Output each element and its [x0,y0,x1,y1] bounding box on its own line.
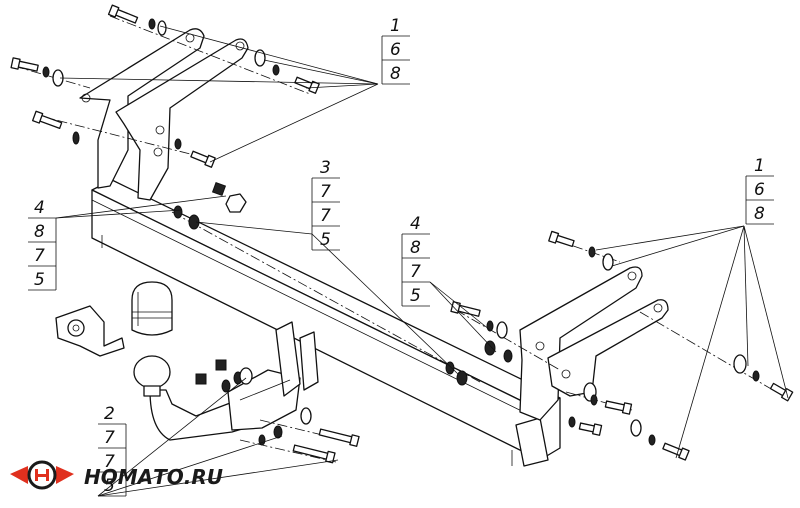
callout-label: 5 [410,286,421,306]
tow-ball-arm [149,321,319,441]
callout-label: 5 [104,476,115,496]
callout-leaders [55,25,789,497]
callout-label: 8 [410,238,421,258]
callout-label: 7 [104,452,115,472]
callout-label: 7 [320,206,331,226]
tow-ball [133,355,171,397]
callout-label: 8 [390,64,401,84]
socket-bracket [55,305,125,357]
logo: НОМАТО.RU [10,460,223,490]
callout-table-left: 4 8 7 5 [28,198,57,291]
callout-label: 8 [754,204,765,224]
fasteners [10,4,794,464]
callout-label: 4 [34,198,45,218]
callout-label: 3 [320,158,331,178]
right-mounting-bracket [519,266,669,421]
callout-label: 1 [390,16,401,36]
callout-label: 5 [34,270,45,290]
tow-ball-cap [131,281,173,336]
callout-label: 5 [320,230,331,250]
callout-label: 7 [320,182,331,202]
callout-label: 7 [104,428,115,448]
callout-label: 4 [410,214,421,234]
callout-label: 8 [34,222,45,242]
callout-table-bottom-left: 2 7 7 5 [98,404,127,497]
callout-table-top-left: 1 6 8 [381,16,410,85]
callout-table-right: 1 6 8 [745,156,774,225]
callout-label: 6 [390,40,401,60]
callout-table-middle-right: 4 8 7 5 [401,214,430,307]
callout-label: 7 [410,262,421,282]
callout-table-center: 3 7 7 5 [311,158,340,251]
callout-label: 7 [34,246,45,266]
callout-label: 2 [104,404,115,424]
left-mounting-bracket [79,28,249,201]
logo-text: НОМАТО.RU [84,465,223,489]
callout-label: 1 [754,156,765,176]
logo-emblem-icon [10,460,74,490]
callout-label: 6 [754,180,765,200]
